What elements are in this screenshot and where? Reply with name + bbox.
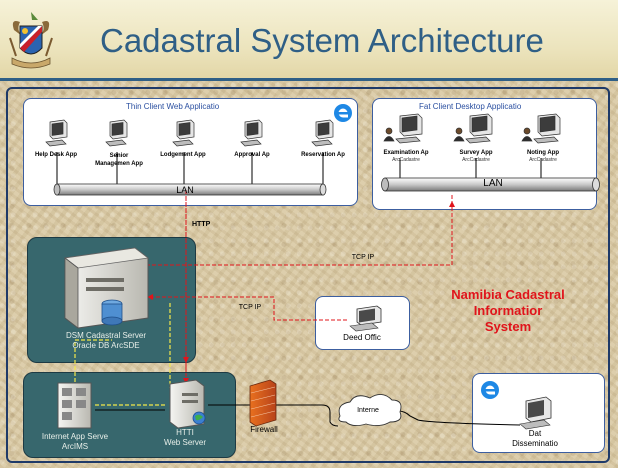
thin-lan-bus xyxy=(53,183,327,196)
pc-help-desk xyxy=(45,119,68,147)
fat-app-sub-1: ArcCadastre xyxy=(392,157,420,163)
fat-client-title: Fat Client Desktop Applicatio xyxy=(419,102,522,111)
page-title: Cadastral System Architecture xyxy=(100,22,544,59)
fat-app-label-2: Survey App xyxy=(459,150,493,156)
fat-app-label-1: Examination Ap xyxy=(383,150,429,156)
title-bar: Cadastral System Architecture xyxy=(0,0,618,81)
http-server-label-line2: Web Server xyxy=(163,438,207,447)
internet-app-server-label-line2: ArcIMS xyxy=(61,442,89,451)
ie-logo-dissemination xyxy=(481,381,499,399)
http-server-device xyxy=(169,379,206,429)
http-server-label-line1: HTTI xyxy=(176,428,194,437)
deeds-office-label: Deed Offic xyxy=(343,333,381,342)
deeds-office-pc xyxy=(349,305,382,332)
internet-cloud xyxy=(338,394,402,427)
ie-logo-thin xyxy=(334,104,352,122)
title-divider xyxy=(0,78,618,81)
internet-link xyxy=(208,404,521,427)
internal-links xyxy=(74,303,171,406)
firewall-label: Firewall xyxy=(250,425,278,434)
pc-reservation xyxy=(311,119,334,147)
thin-client-title: Thin Client Web Applicatio xyxy=(126,102,220,111)
thin-lan-label: LAN xyxy=(176,185,194,195)
data-dissemination-label-line1: Dat xyxy=(528,429,542,438)
firewall-device xyxy=(249,379,277,427)
pc-noting xyxy=(521,113,561,144)
http-label: HTTP xyxy=(192,221,211,228)
fat-app-sub-2: ArcCadastre xyxy=(462,157,490,163)
fat-lan-bus xyxy=(381,177,600,192)
data-dissemination-label-line2: Disseminatio xyxy=(512,439,558,448)
dsm-server-label-line1: DSM Cadastral Server xyxy=(65,331,147,340)
internet-app-server-device xyxy=(57,382,92,429)
thin-app-label-1: Help Desk App xyxy=(34,152,78,158)
system-name-line3: System xyxy=(484,319,532,334)
internet-app-server-label-line1: Internet App Serve xyxy=(41,432,109,441)
thin-app-label-3: Lodgement App xyxy=(160,152,206,158)
internet-label: Interne xyxy=(357,407,379,414)
tcp-ip-label-2: TCP IP xyxy=(238,304,262,311)
fat-lan-label: LAN xyxy=(483,178,503,189)
namibia-coat-of-arms-logo xyxy=(9,12,53,69)
thin-app-label-2: Senior Managemen App xyxy=(95,153,143,167)
fat-app-label-3: Noting App xyxy=(526,150,560,156)
system-name-line2: Informatior xyxy=(473,303,543,318)
system-name-line1: Namibia Cadastral xyxy=(451,287,565,302)
dsm-server-device xyxy=(64,247,149,329)
pc-survey xyxy=(453,113,493,144)
tcp-ip-label-1: TCP IP xyxy=(351,254,375,261)
fat-client-pcs xyxy=(383,113,561,144)
tcp-ip-links xyxy=(134,190,455,384)
thin-app-label-4: Approval Ap xyxy=(234,152,270,158)
thin-app-label-5: Reservation Ap xyxy=(301,152,345,158)
fat-app-sub-3: ArcCadastre xyxy=(529,157,557,163)
dissemination-pc xyxy=(519,396,552,430)
pc-approval xyxy=(240,119,263,147)
thin-client-pcs xyxy=(45,119,334,147)
diagram-frame xyxy=(6,87,610,463)
dsm-server-label-line2: Oracle DB ArcSDE xyxy=(72,341,140,350)
pc-senior-management xyxy=(105,119,128,147)
pc-lodgement xyxy=(172,119,195,147)
pc-examination xyxy=(383,113,423,144)
